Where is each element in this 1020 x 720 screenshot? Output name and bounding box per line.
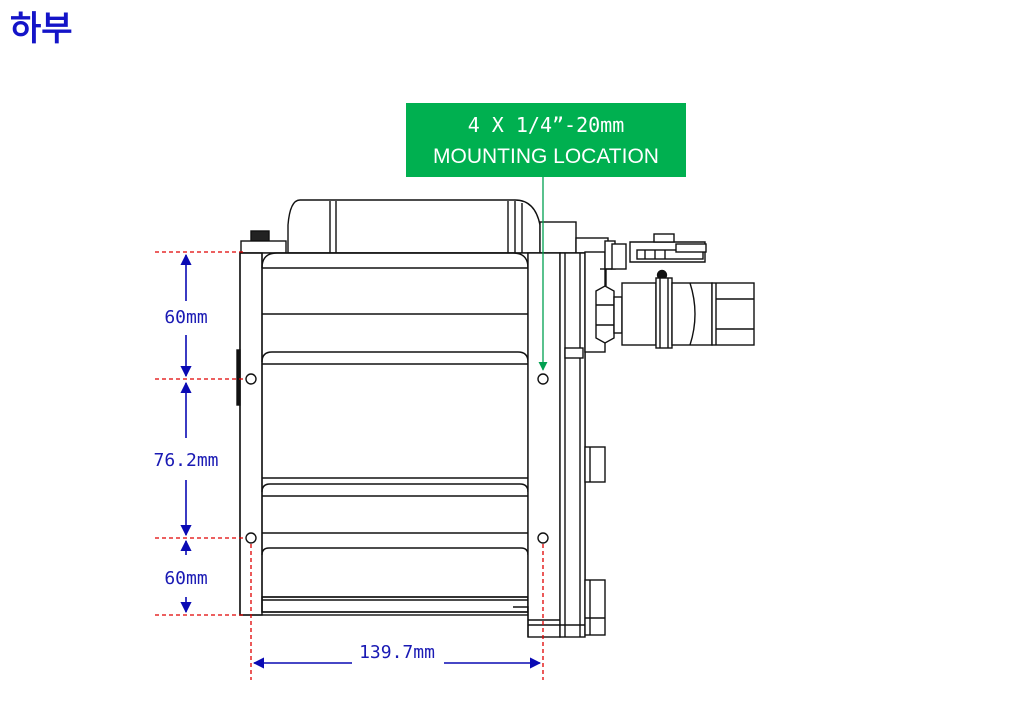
right-side-hardware (564, 251, 606, 636)
valve-assembly (595, 233, 755, 349)
mounting-hole-top-left (245, 373, 257, 385)
dimension-label-middle: 76.2mm (153, 450, 218, 471)
main-body (236, 252, 586, 638)
guide-lines (155, 251, 544, 680)
top-left-knob (240, 230, 287, 254)
motor-cylinder (287, 199, 609, 254)
dimension-label-top: 60mm (164, 307, 207, 328)
dimension-label-bottom: 60mm (164, 568, 207, 589)
mounting-hole-top-right (537, 373, 549, 385)
mounting-hole-bottom-left (245, 532, 257, 544)
callout-line-1: 4 X 1/4”-20mm (467, 113, 625, 137)
dimension-label-hole-spacing: 139.7mm (359, 642, 435, 663)
mounting-location-callout: 4 X 1/4”-20mm MOUNTING LOCATION (406, 103, 686, 177)
mounting-holes (245, 373, 549, 544)
page-title: 하부 (10, 9, 73, 49)
callout-line-2: MOUNTING LOCATION (433, 145, 659, 168)
mounting-hole-bottom-right (537, 532, 549, 544)
